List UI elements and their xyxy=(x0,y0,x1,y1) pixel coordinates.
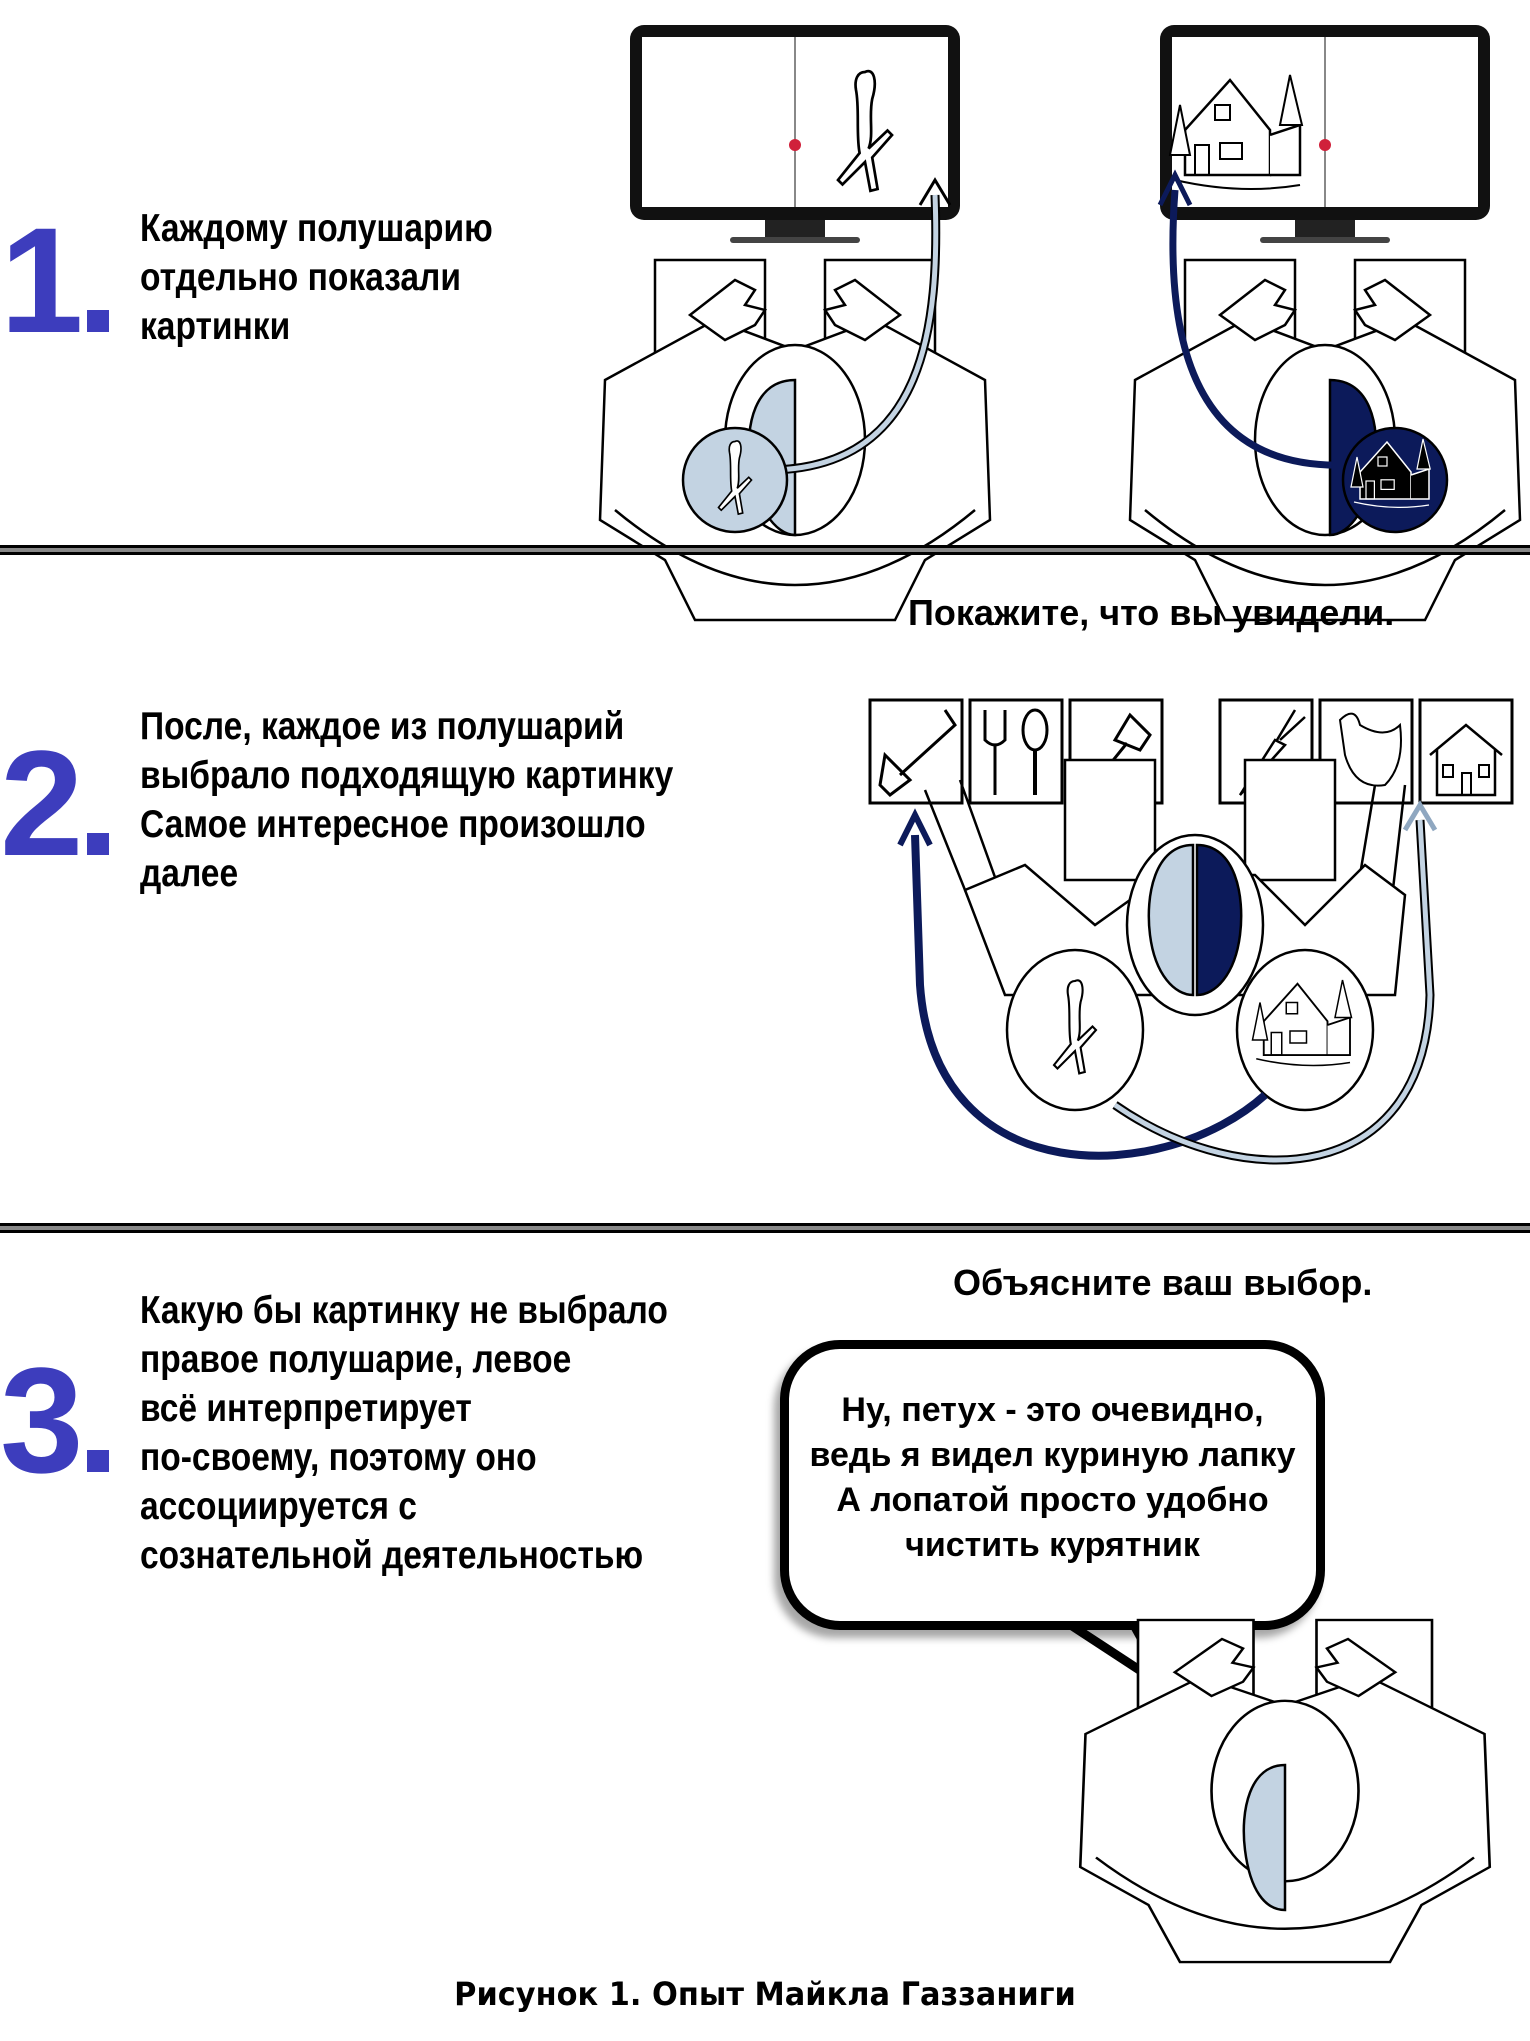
desc-line: сознательной деятельностью xyxy=(140,1534,644,1577)
prompt-show: Покажите, что вы увидели. xyxy=(908,592,1395,633)
desc-line: по-своему, поэтому оно xyxy=(140,1436,537,1479)
fixation-dot xyxy=(1319,139,1331,151)
desc-line: ассоциируется с xyxy=(140,1485,417,1528)
step-number-3: 3 xyxy=(0,1345,110,1495)
desc-line: Самое интересное произошло xyxy=(140,803,646,846)
step-3-description: Какую бы картинку не выбрало правое полу… xyxy=(140,1286,668,1580)
card-chicken xyxy=(1318,698,1414,805)
speech-bubble xyxy=(780,1340,1325,1630)
illustration-explainer xyxy=(1078,1618,1492,1964)
desc-line: далее xyxy=(140,852,239,895)
speech-line: чистить курятник xyxy=(905,1526,1200,1564)
prompt-explain: Объясните ваш выбор. xyxy=(953,1262,1373,1303)
head xyxy=(1125,833,1265,1017)
step-number-dot xyxy=(87,310,110,332)
step-number-dot xyxy=(87,1450,110,1472)
signal-arrow xyxy=(774,194,939,473)
left-hemisphere-icon xyxy=(1147,843,1195,997)
speech-line: А лопатой просто удобно xyxy=(836,1481,1269,1519)
figure-caption: Рисунок 1. Опыт Майкла Газзаниги xyxy=(454,1975,1076,2013)
illustration-left-field-claw xyxy=(598,24,992,622)
card-fork-spoon xyxy=(968,698,1064,805)
fixation-dot xyxy=(789,139,801,151)
person-icon xyxy=(1128,258,1522,622)
speech-bubble-text: Ну, петух - это очевидно, ведь я видел к… xyxy=(780,1388,1325,1568)
step-1-description: Каждому полушарию отдельно показали карт… xyxy=(140,204,493,351)
card-shovel xyxy=(868,698,964,805)
desc-line: Каждому полушарию xyxy=(140,207,493,250)
signal-arrow-dark xyxy=(911,834,1268,1160)
section-divider xyxy=(0,545,1530,555)
step-number-dot xyxy=(87,833,110,855)
desc-line: После, каждое из полушарий xyxy=(140,705,625,748)
chicken-icon xyxy=(1338,712,1402,787)
speech-line: ведь я видел куриную лапку xyxy=(809,1436,1296,1474)
desc-line: отдельно показали xyxy=(140,256,461,299)
right-hemisphere-icon xyxy=(1195,843,1243,997)
illustration-right-field-house xyxy=(1128,24,1522,622)
desc-line: картинки xyxy=(140,305,291,348)
left-hemisphere-icon xyxy=(1242,1763,1287,1912)
card-house xyxy=(1418,698,1514,805)
desc-line: Какую бы картинку не выбрало xyxy=(140,1289,668,1332)
signal-arrow-light xyxy=(1113,819,1433,1163)
step-number-2: 2 xyxy=(0,728,110,878)
desc-line: выбрало подходящую картинку xyxy=(140,754,674,797)
section-divider xyxy=(0,1223,1530,1233)
signal-arrow xyxy=(1169,189,1346,469)
step-number-1: 1 xyxy=(0,205,110,355)
desc-line: всё интерпретирует xyxy=(140,1387,472,1430)
desc-line: правое полушарие, левое xyxy=(140,1338,572,1381)
shovel-icon xyxy=(878,709,957,797)
speech-line: Ну, петух - это очевидно, xyxy=(841,1391,1264,1429)
illustration-choice xyxy=(868,698,1514,1165)
step-2-description: После, каждое из полушарий выбрало подхо… xyxy=(140,702,673,898)
fork-icon xyxy=(983,710,1007,795)
monitor-icon xyxy=(629,24,961,244)
